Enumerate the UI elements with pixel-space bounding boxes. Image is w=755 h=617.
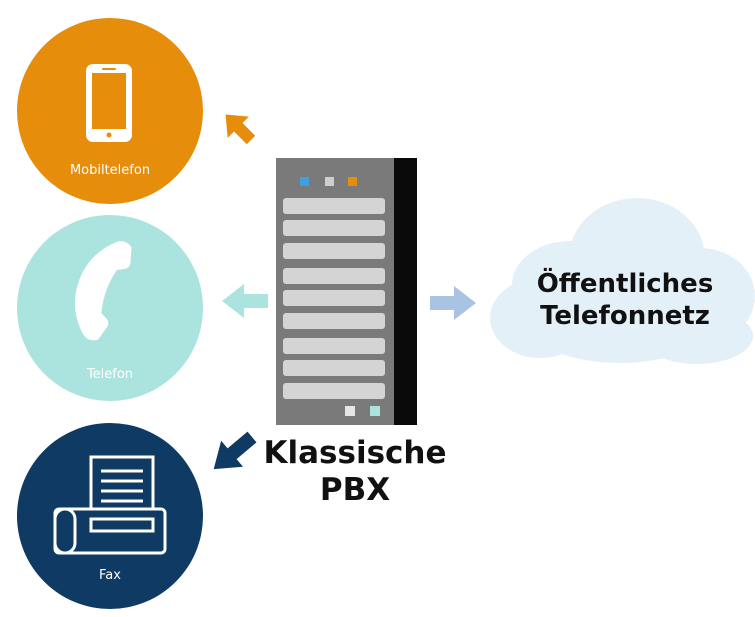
mobile-node: Mobiltelefon [17, 18, 203, 204]
pbx-title-line1: Klassische [263, 435, 447, 471]
network-title-line1: Öffentliches [536, 269, 714, 299]
arrow-to-telephone [222, 284, 268, 318]
pbx-title-line2: PBX [319, 472, 391, 508]
network-title: Öffentliches Telefonnetz [500, 268, 750, 332]
fax-label: Fax [99, 568, 121, 583]
arrow-to-network [430, 286, 476, 320]
pbx-title: Klassische PBX [255, 435, 455, 509]
fax-machine-icon [53, 455, 167, 555]
telephone-label: Telefon [86, 367, 134, 382]
arrow-to-fax [213, 431, 257, 470]
arrow-to-mobile [225, 114, 256, 145]
mobile-label: Mobiltelefon [69, 163, 151, 178]
telephone-node: Telefon [17, 215, 203, 401]
telephone-handset-icon [74, 241, 132, 341]
network-title-line2: Telefonnetz [540, 301, 710, 331]
fax-node: Fax [17, 423, 203, 609]
mobile-phone-icon [86, 64, 132, 142]
